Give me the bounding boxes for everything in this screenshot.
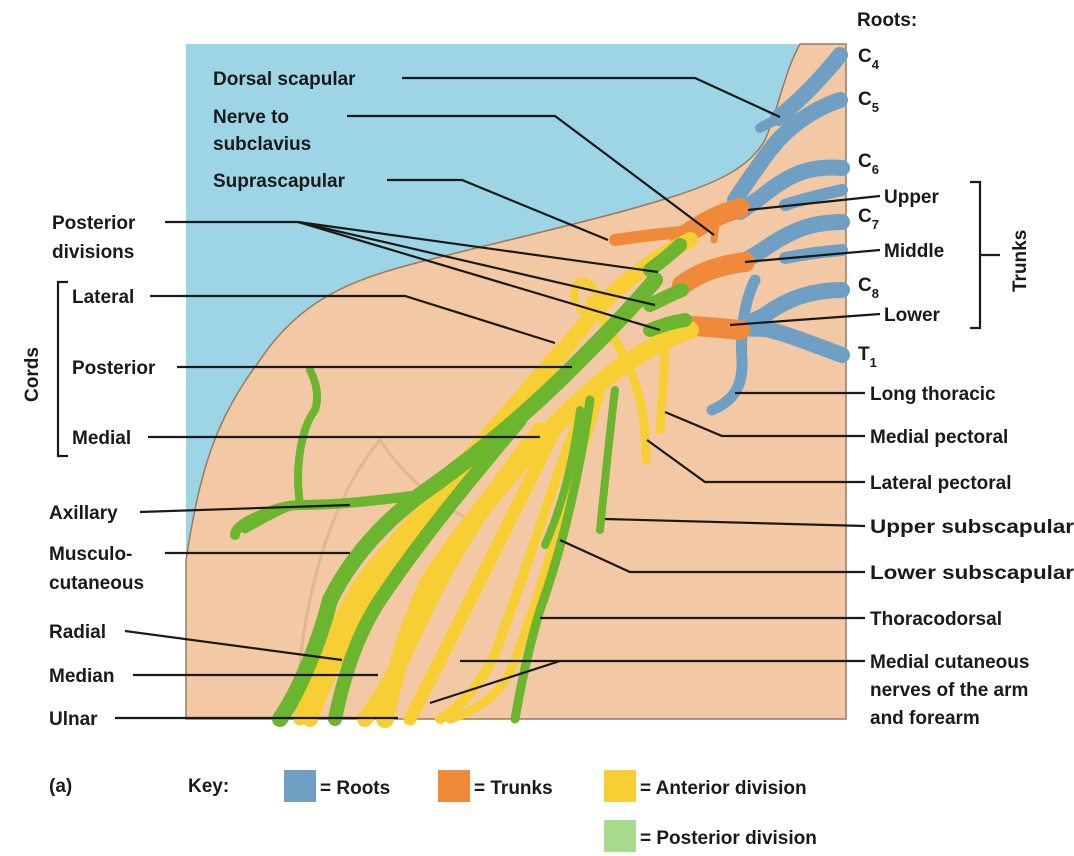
axillary-label: Axillary [49, 503, 118, 524]
medial-pectoral-nerve [660, 340, 665, 430]
key-swatch-trunks [438, 770, 470, 802]
cord-medial-label: Medial [72, 428, 131, 449]
posterior-divisions-label-2: divisions [52, 242, 134, 263]
cords-bracket [58, 282, 68, 456]
nerve-to-subclavius [714, 215, 718, 240]
dorsal-scapular-label: Dorsal scapular [213, 69, 356, 90]
panel-label: (a) [49, 776, 72, 797]
median-label: Median [49, 666, 114, 687]
roots-title: Roots: [857, 10, 917, 31]
key-swatch-posterior [604, 820, 636, 852]
key-roots-label: = Roots [320, 778, 390, 799]
long-thoracic-label: Long thoracic [870, 384, 996, 405]
nerve-to-subclavius-label-2: subclavius [213, 134, 311, 155]
ulnar-label: Ulnar [49, 709, 98, 730]
trunks-group-label: Trunks [1010, 230, 1031, 292]
lateral-pectoral-label: Lateral pectoral [870, 473, 1012, 494]
cord-posterior-label: Posterior [72, 358, 156, 379]
cord-lateral-label: Lateral [72, 287, 134, 308]
thoracodorsal-label: Thoracodorsal [870, 609, 1002, 630]
trunk-upper-label: Upper [884, 187, 940, 208]
suprascapular-label: Suprascapular [213, 171, 346, 192]
cords-group-label: Cords [22, 347, 43, 402]
key-trunks-label: = Trunks [474, 778, 553, 799]
medial-pectoral-label: Medial pectoral [870, 427, 1008, 448]
radial-label: Radial [49, 622, 106, 643]
root-label-t1: T1 [858, 344, 877, 370]
musculocutaneous-label-1: Musculo- [49, 544, 132, 565]
key-swatch-anterior [604, 770, 636, 802]
musculocutaneous-label-2: cutaneous [49, 573, 144, 594]
medial-cutaneous-label-3: and forearm [870, 708, 980, 729]
posterior-divisions-label-1: Posterior [52, 213, 136, 234]
trunks-bracket [970, 182, 1000, 328]
trunk-middle-label: Middle [884, 241, 944, 262]
medial-cutaneous-label-2: nerves of the arm [870, 680, 1028, 701]
root-label-c5: C5 [858, 89, 879, 115]
key-posterior-label: = Posterior division [640, 828, 817, 849]
key-anterior-label: = Anterior division [640, 778, 807, 799]
upper-subscapular-label: Upper subscapular [870, 517, 1074, 538]
key-swatch-roots [284, 770, 316, 802]
trunk-lower-label: Lower [884, 305, 941, 326]
root-label-c8: C8 [858, 275, 879, 301]
key-title: Key: [188, 776, 229, 797]
root-label-c4: C4 [858, 46, 880, 72]
root-label-c7: C7 [858, 206, 879, 232]
medial-cutaneous-label-1: Medial cutaneous [870, 652, 1029, 673]
lower-subscapular-label: Lower subscapular [870, 563, 1074, 584]
nerve-to-subclavius-label-1: Nerve to [213, 107, 289, 128]
root-label-c6: C6 [858, 151, 879, 177]
root-labels: C4 C5 C6 C7 C8 T1 [858, 46, 880, 370]
